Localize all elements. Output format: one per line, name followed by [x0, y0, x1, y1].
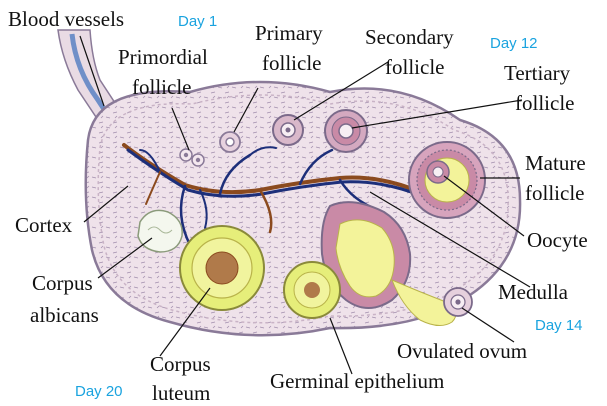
label-oocyte: Oocyte [527, 228, 588, 252]
primary-follicle [220, 132, 240, 152]
label-blood-vessels: Blood vessels [8, 7, 124, 31]
label-mature-line1: Mature [525, 151, 586, 175]
label-primary-line1: Primary [255, 21, 323, 45]
label-germinal-epithelium: Germinal epithelium [270, 369, 444, 393]
day-14-label: Day 14 [535, 317, 583, 334]
label-secondary-line1: Secondary [365, 25, 454, 49]
mature-follicle [409, 142, 485, 218]
day-12-label: Day 12 [490, 35, 538, 52]
label-corpus-albicans-line2: albicans [30, 303, 99, 327]
label-tertiary-line2: follicle [515, 91, 574, 115]
label-secondary-line2: follicle [385, 55, 444, 79]
label-corpus-albicans-line1: Corpus [32, 271, 93, 295]
label-primordial-line1: Primordial [118, 45, 208, 69]
corpus-albicans [138, 210, 182, 252]
label-corpus-luteum-line2: luteum [152, 381, 210, 405]
label-medulla: Medulla [498, 280, 569, 304]
day-1-label: Day 1 [178, 13, 217, 30]
label-tertiary-line1: Tertiary [504, 61, 571, 85]
label-ovulated-ovum: Ovulated ovum [397, 339, 527, 363]
label-primary-line2: follicle [262, 51, 321, 75]
label-cortex: Cortex [15, 213, 73, 237]
label-mature-line2: follicle [525, 181, 584, 205]
day-20-label: Day 20 [75, 383, 123, 400]
label-corpus-luteum-line1: Corpus [150, 352, 211, 376]
label-primordial-line2: follicle [132, 75, 191, 99]
